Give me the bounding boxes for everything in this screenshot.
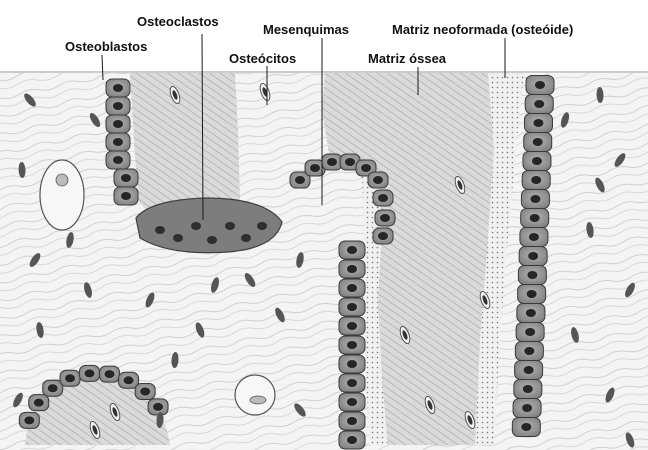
osteoblast-nucleus bbox=[530, 214, 540, 222]
osteoblast-nucleus bbox=[34, 399, 44, 407]
osteoblast-nucleus bbox=[530, 195, 540, 203]
osteoblast-nucleus bbox=[347, 398, 357, 406]
osteoblast-nucleus bbox=[380, 214, 390, 222]
red-blood-cell bbox=[250, 396, 266, 404]
label-osteoclastos: Osteoclastos bbox=[137, 14, 219, 29]
osteoblast-nucleus bbox=[347, 303, 357, 311]
osteoblast-nucleus bbox=[535, 81, 545, 89]
osteoblast-nucleus bbox=[533, 138, 543, 146]
osteoblast-nucleus bbox=[24, 416, 34, 424]
osteoblast-nucleus bbox=[113, 102, 123, 110]
osteoblast-nucleus bbox=[327, 158, 337, 166]
osteoblast-nucleus bbox=[524, 347, 534, 355]
osteoblast-nucleus bbox=[347, 284, 357, 292]
osteoblast-nucleus bbox=[524, 366, 534, 374]
osteoblast-nucleus bbox=[48, 384, 58, 392]
label-matriz-ossea: Matriz óssea bbox=[368, 51, 446, 66]
osteoblast-nucleus bbox=[347, 322, 357, 330]
osteoblast-nucleus bbox=[378, 232, 388, 240]
osteoblast-nucleus bbox=[523, 385, 533, 393]
osteoblast-nucleus bbox=[521, 423, 531, 431]
osteoblast-nucleus bbox=[529, 233, 539, 241]
osteoblast-nucleus bbox=[533, 119, 543, 127]
osteoblast-nucleus bbox=[113, 120, 123, 128]
osteoblast-nucleus bbox=[361, 164, 371, 172]
osteoblast-nucleus bbox=[121, 192, 131, 200]
osteoblast-nucleus bbox=[534, 100, 544, 108]
osteoblast-nucleus bbox=[140, 387, 150, 395]
label-matriz-neoformada: Matriz neoformada (osteóide) bbox=[392, 22, 573, 37]
osteoblast-nucleus bbox=[527, 271, 537, 279]
osteoblast-nucleus bbox=[295, 176, 305, 184]
blood-vessel-left bbox=[40, 160, 84, 230]
osteoblast-nucleus bbox=[124, 376, 134, 384]
osteoblast-nucleus bbox=[153, 403, 163, 411]
osteoblast-nucleus bbox=[113, 84, 123, 92]
osteoblast-nucleus bbox=[345, 158, 355, 166]
osteoblast-nucleus bbox=[347, 379, 357, 387]
bone-matrix-left bbox=[130, 73, 240, 215]
osteoblast-nucleus bbox=[525, 328, 535, 336]
osteoblast-nucleus bbox=[113, 138, 123, 146]
label-mesenquimas: Mesenquimas bbox=[263, 22, 349, 37]
label-osteocitos: Osteócitos bbox=[229, 51, 296, 66]
osteoblast-nucleus bbox=[347, 265, 357, 273]
osteoblast-nucleus bbox=[531, 176, 541, 184]
osteoblast-nucleus bbox=[526, 309, 536, 317]
label-osteoblastos: Osteoblastos bbox=[65, 39, 147, 54]
osteoblast-nucleus bbox=[310, 164, 320, 172]
osteoblast-nucleus bbox=[373, 176, 383, 184]
blood-vessel bbox=[235, 375, 275, 415]
osteoblast-nucleus bbox=[347, 341, 357, 349]
osteoblast-nucleus bbox=[105, 370, 115, 378]
osteoblast-nucleus bbox=[347, 436, 357, 444]
osteoblast-nucleus bbox=[84, 369, 94, 377]
osteoblast-nucleus bbox=[522, 404, 532, 412]
osteoblast-nucleus bbox=[347, 246, 357, 254]
osteoblast-nucleus bbox=[528, 252, 538, 260]
osteoblast-nucleus bbox=[65, 374, 75, 382]
osteoblast-nucleus bbox=[347, 360, 357, 368]
osteoblast-nucleus bbox=[121, 174, 131, 182]
osteoblast-nucleus bbox=[532, 157, 542, 165]
osteoblast-nucleus bbox=[378, 194, 388, 202]
osteoblast-nucleus bbox=[113, 156, 123, 164]
osteoblast-nucleus bbox=[347, 417, 357, 425]
vessel-nucleus bbox=[56, 174, 68, 186]
osteoblast-nucleus bbox=[527, 290, 537, 298]
